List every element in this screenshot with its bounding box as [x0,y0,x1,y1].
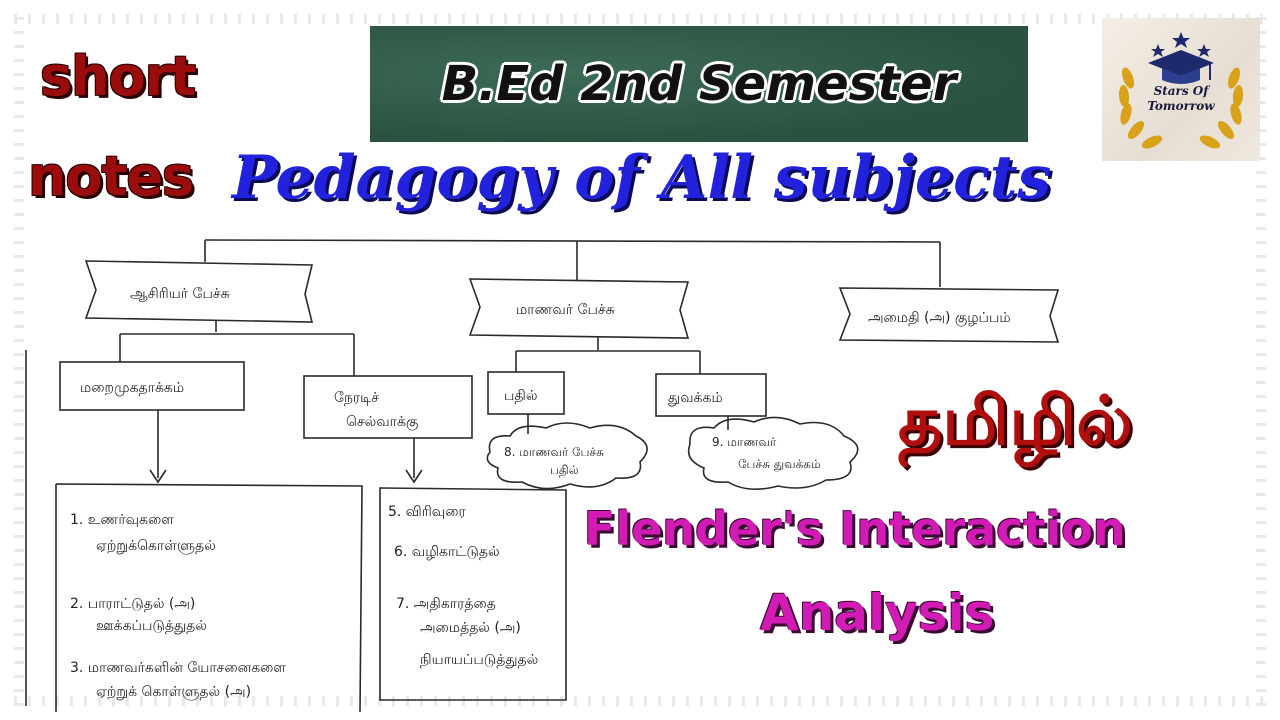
notes-label: notes [28,145,194,208]
graduation-cap-with-laurel-icon [1118,32,1244,149]
cloud2-line2: பேச்சு துவக்கம் [738,457,821,472]
pedagogy-subtitle: Pedagogy of All subjects [232,143,1052,213]
indirect-item: 1. உணர்வுகளை [70,512,174,528]
response-box [487,371,565,415]
direct-item: 7. அதிகாரத்தை [396,596,496,612]
direct-influence-line2: செல்வாக்கு [346,414,418,431]
topic-title-line2: Analysis [760,584,995,642]
direct-item: 6. வழிகாட்டுதல் [394,544,500,560]
silence-text: அமைதி (அ) குழப்பம் [868,310,1011,327]
indirect-influence-box [59,361,245,411]
logo-line2: Tomorrow [1147,99,1215,113]
indirect-item: 2. பாராட்டுதல் (அ) [70,596,195,612]
initiation-text: துவக்கம் [668,390,723,406]
response-text: பதில் [504,388,538,404]
indirect-items-box [55,483,363,713]
short-label: short [40,45,196,108]
teacher-talk-banner [84,260,314,323]
teacher-talk-text: ஆசிரியர் பேச்சு [130,286,230,302]
student-talk-banner [468,278,690,339]
indirect-item: ஏற்றுக் கொள்ளுதல் (அ) [96,684,251,701]
direct-items-box [379,487,567,701]
cloud2-line1: 9. மாணவர் [712,435,777,449]
cloud1-line1: 8. மாணவர் பேச்சு [504,445,604,459]
indirect-influence-text: மறைமுகதாக்கம் [80,380,184,396]
direct-item: நியாயப்படுத்துதல் [420,652,538,668]
initiation-box [655,373,767,417]
indirect-item: ஊக்கப்படுத்துதல் [96,618,207,634]
direct-item: 5. விரிவுரை [388,504,466,520]
direct-influence-line1: நேரடிச் [334,390,379,406]
semester-banner-title: B.Ed 2nd Semester [441,56,957,112]
student-response-cloud [486,422,648,490]
student-talk-text: மாணவர் பேச்சு [516,302,615,318]
indirect-item: ஏற்றுக்கொள்ளுதல் [96,538,216,555]
topic-title-line1: Flender's Interaction [584,502,1126,556]
stars-of-tomorrow-logo: Stars Of Tomorrow [1102,18,1260,161]
indirect-item: 3. மாணவர்களின் யோசனைகளை [70,660,286,676]
direct-influence-box [303,375,473,439]
logo-text: Stars Of Tomorrow [1102,84,1260,114]
student-initiation-cloud [687,416,859,490]
semester-banner: B.Ed 2nd Semester [370,26,1028,142]
logo-line1: Stars Of [1153,84,1209,98]
direct-item: அமைத்தல் (அ) [420,620,521,636]
cloud1-line2: பதில் [550,463,579,477]
tamil-label: தமிழில் [898,382,1133,461]
silence-banner [838,287,1060,343]
